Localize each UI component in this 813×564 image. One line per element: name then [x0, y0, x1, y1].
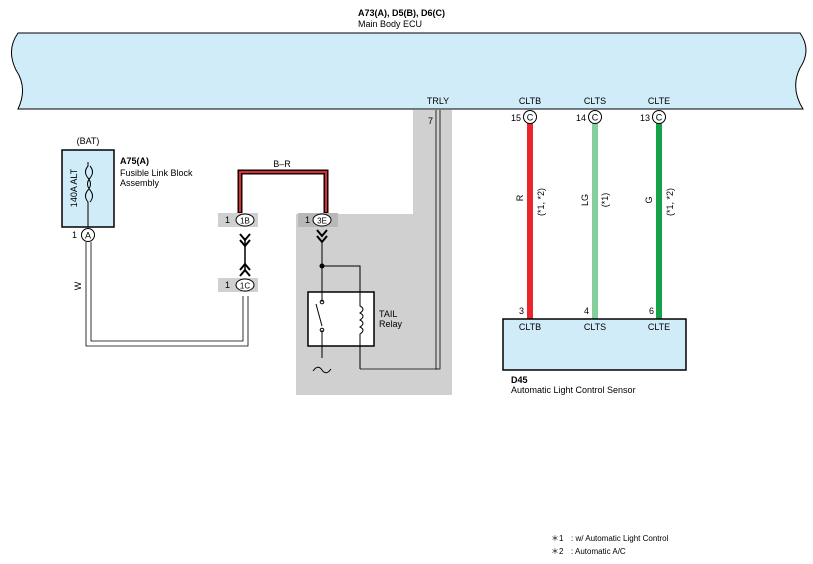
ecu-body [11, 32, 807, 110]
ground-wave-icon [312, 366, 332, 374]
wire-label-g: G [644, 196, 654, 203]
ecu-connector-c-clte [652, 110, 666, 124]
wire-note-r: (*1, *2) [536, 188, 546, 216]
ecu-connector-c-cltb [523, 110, 537, 124]
ecu-pin-clts: 14 [576, 113, 586, 123]
sensor-body [502, 318, 687, 371]
ecu-name: Main Body ECU [358, 19, 422, 29]
wire-label-lg: LG [580, 194, 590, 206]
relay-label-line1: TAIL [379, 309, 397, 319]
sensor-terminal-clts: CLTS [584, 322, 606, 332]
fuse-name-line1: Fusible Link Block [120, 168, 193, 178]
wire-w [85, 242, 249, 347]
fuse-symbol-icon [85, 162, 91, 206]
ecu-connector-c-clts [588, 110, 602, 124]
ecu-terminal-clts: CLTS [584, 96, 606, 106]
connector-female-icon [239, 262, 251, 277]
relay-body [307, 291, 375, 347]
fuse-connector-a [81, 228, 95, 242]
wire-lightgreen-clts [592, 123, 598, 319]
ecu-terminal-cltb: CLTB [519, 96, 541, 106]
sensor-name: Automatic Light Control Sensor [511, 385, 636, 395]
sensor-pin-clts: 4 [584, 306, 589, 316]
junction-1c-label: 1C [240, 282, 250, 291]
fuse-name-line2: Assembly [120, 178, 160, 188]
ecu-pin-cltb: 15 [511, 113, 521, 123]
wire-label-r: R [515, 194, 525, 201]
wire-br-outer [237, 169, 329, 213]
note-2-text: : Automatic A/C [571, 547, 626, 556]
wire-green-clte [656, 123, 662, 319]
ecu-pin-clte: 13 [640, 113, 650, 123]
junction-3e-label: 3E [317, 217, 327, 226]
sensor-terminal-cltb: CLTB [519, 322, 541, 332]
junction-1b-label: 1B [240, 217, 250, 226]
note-1-text: : w/ Automatic Light Control [571, 534, 669, 543]
ecu-code: A73(A), D5(B), D6(C) [358, 8, 445, 18]
wire-red-cltb [527, 123, 533, 319]
wire-note-g: (*1, *2) [665, 188, 675, 216]
connector-male-icon [239, 233, 251, 248]
fuse-bat-label: (BAT) [77, 136, 100, 146]
sensor-terminal-clte: CLTE [648, 322, 670, 332]
fuse-pin: 1 [72, 230, 77, 240]
sensor-code: D45 [511, 375, 528, 385]
sensor-pin-clte: 6 [649, 306, 654, 316]
ecu-terminal-clte: CLTE [648, 96, 670, 106]
ecu-connector-c-clte-label: C [656, 113, 663, 123]
relay-label-line2: Relay [379, 319, 403, 329]
relay-shaded-area [296, 110, 452, 395]
junction-1b-pin: 1 [225, 215, 230, 225]
junction-1c-connector [235, 278, 255, 292]
fuse-code: A75(A) [120, 156, 149, 166]
junction-1c-pin: 1 [225, 280, 230, 290]
ecu-connector-c-cltb-label: C [527, 113, 534, 123]
junction-3e-connector [312, 213, 332, 227]
sensor-pin-cltb: 3 [519, 306, 524, 316]
wire-br-stripe [239, 171, 327, 212]
fuse-connector-a-label: A [85, 231, 91, 241]
note-1-mark: ＊1 [551, 534, 564, 543]
wire-note-lg: (*1) [600, 193, 610, 208]
ecu-connector-c-clts-label: C [592, 113, 599, 123]
fuse-rating: 140A ALT [69, 168, 79, 207]
ecu-terminal-trly: TRLY [427, 96, 449, 106]
relay-coil-icon [359, 292, 364, 346]
note-2-mark: ＊2 [551, 547, 564, 556]
junction-3e-pin: 1 [305, 215, 310, 225]
ecu-pin-trly: 7 [428, 116, 433, 126]
wire-label-br: B–R [273, 159, 291, 169]
wire-label-w: W [73, 281, 83, 290]
junction-1b-connector [235, 213, 255, 227]
